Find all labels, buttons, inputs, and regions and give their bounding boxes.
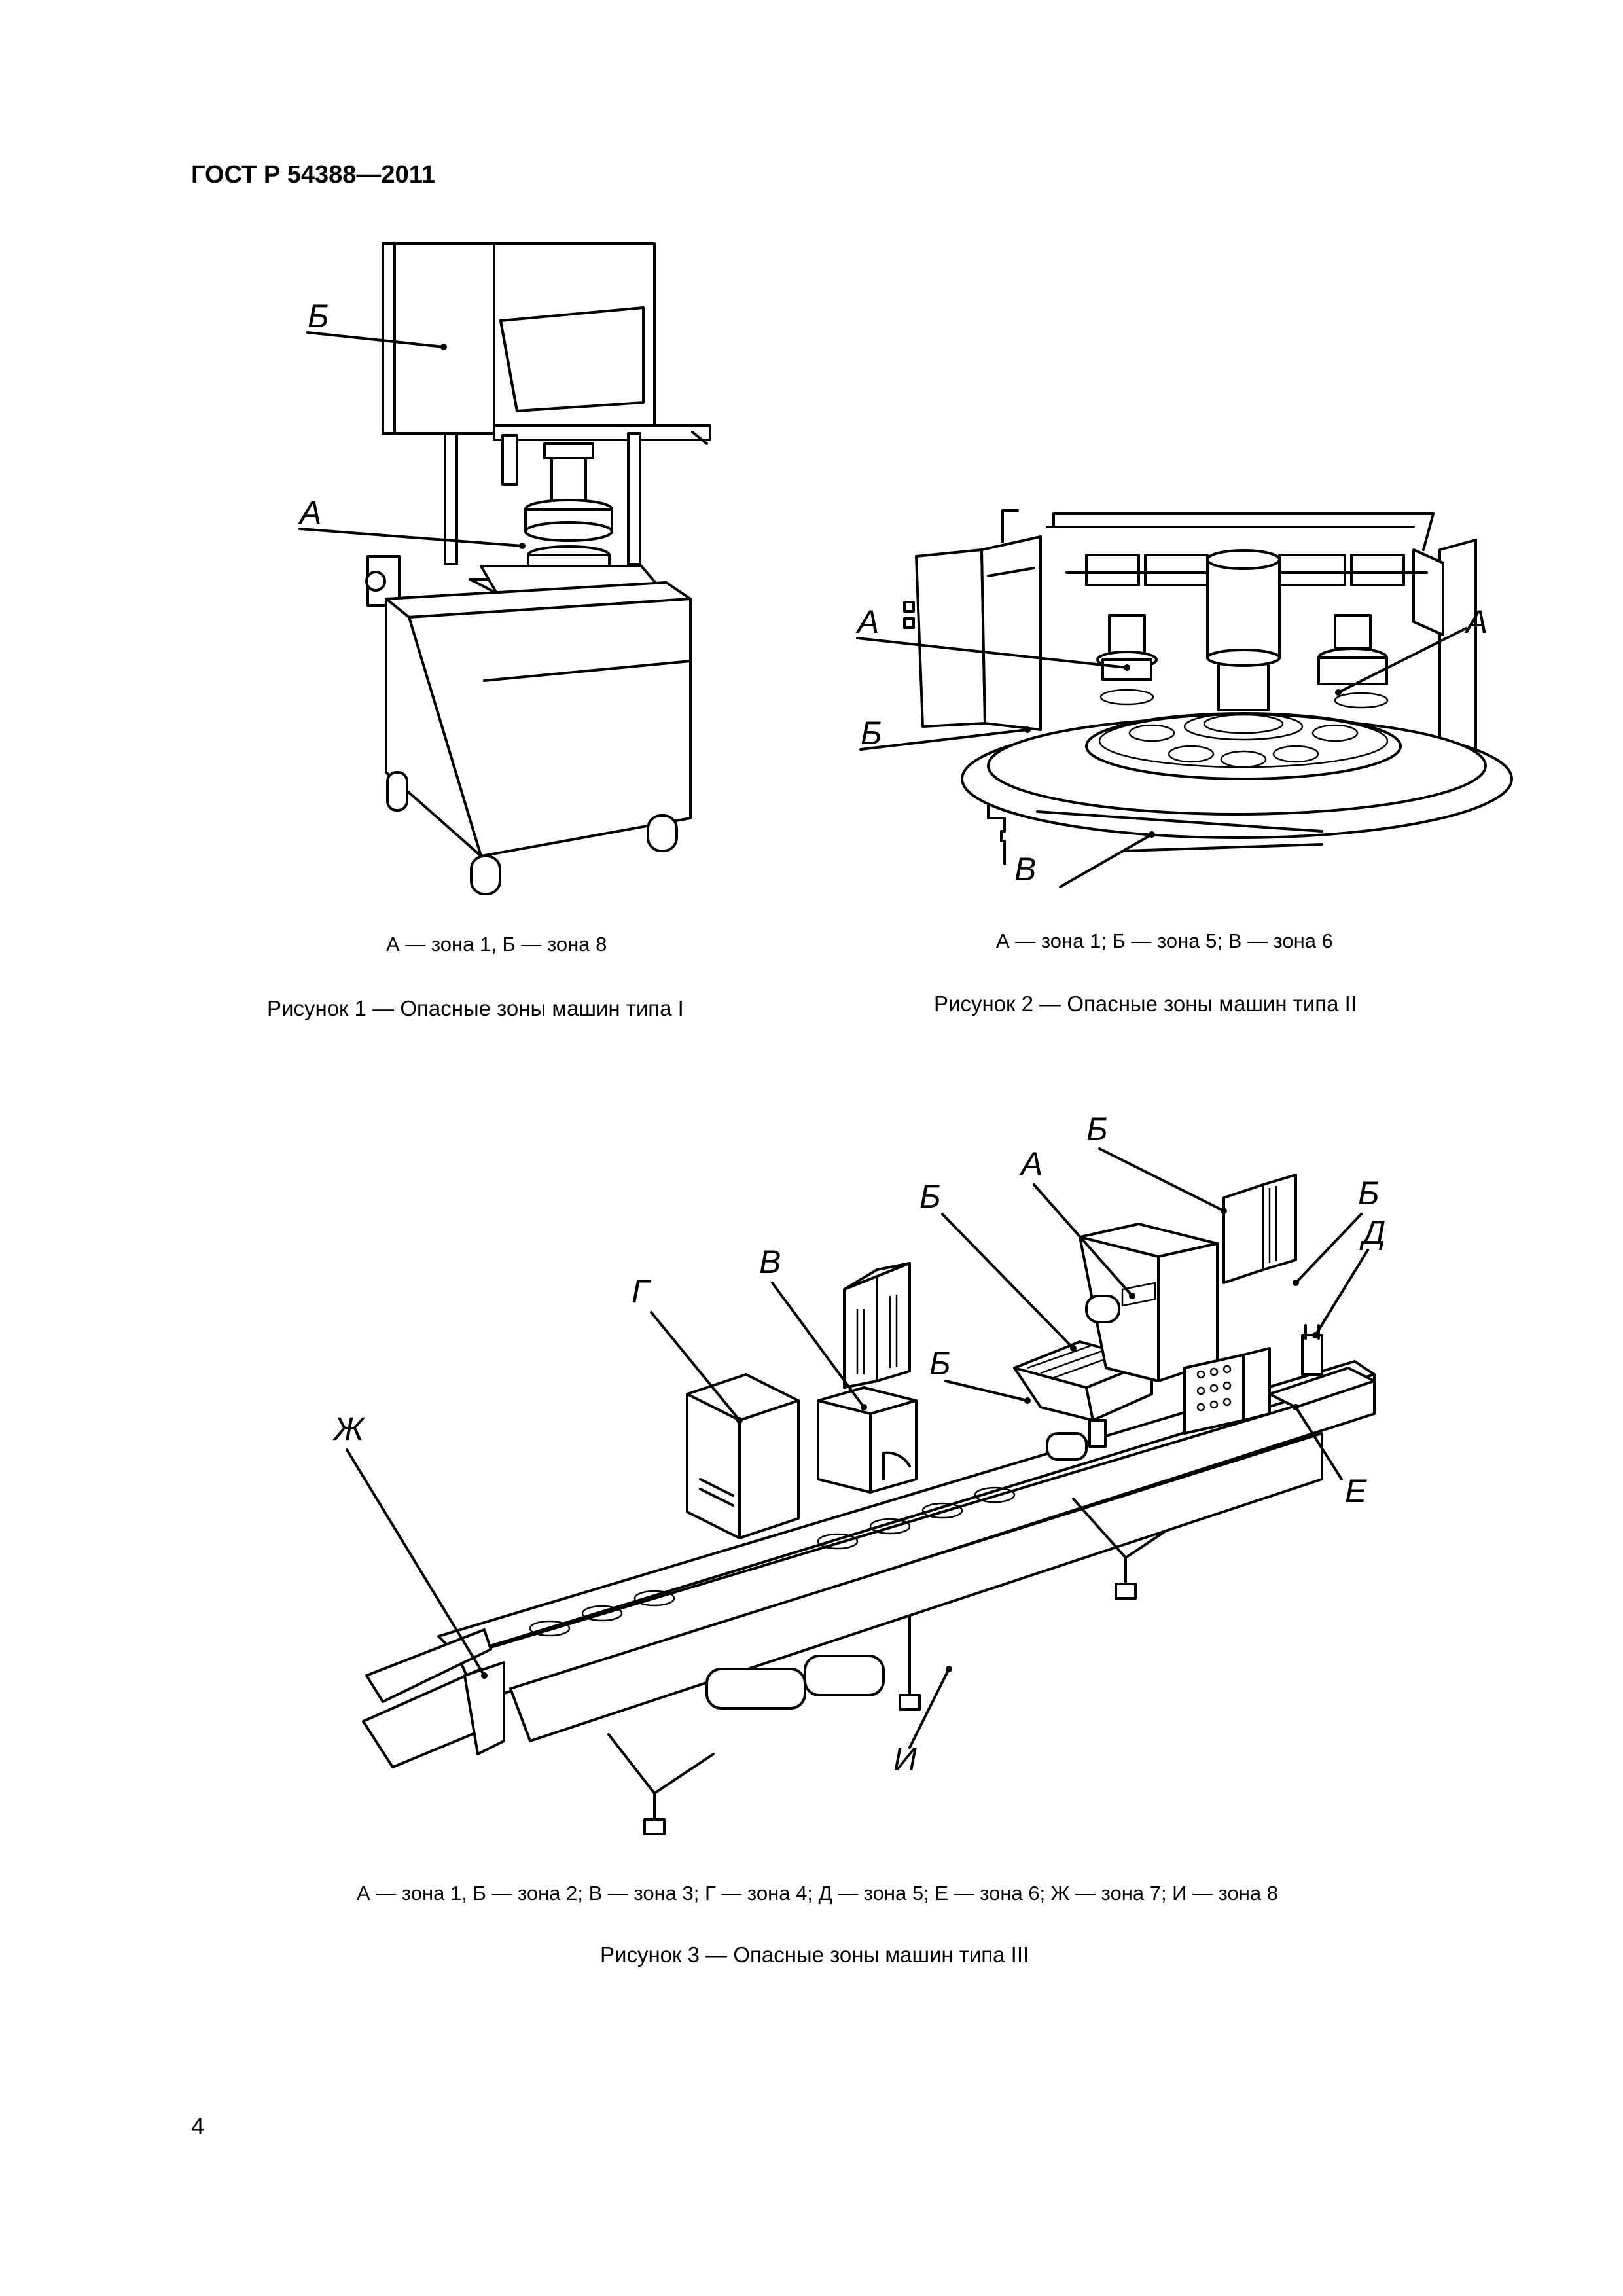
figure-3-label-b-low: Б bbox=[929, 1345, 951, 1382]
document-header: ГОСТ Р 54388—2011 bbox=[191, 161, 435, 188]
figure-3-label-zh: Ж bbox=[332, 1410, 366, 1447]
figure-3-label-a: А bbox=[1019, 1145, 1043, 1182]
figure-3-label-d: Д bbox=[1359, 1214, 1385, 1251]
figure-1-caption: Рисунок 1 — Опасные зоны машин типа I bbox=[267, 996, 684, 1020]
figure-3-drawing: Ж Г В Б А Б Б Д Б Е И bbox=[332, 1111, 1385, 1835]
figure-2-drawing: А А Б В bbox=[855, 509, 1513, 888]
figure-3-label-i: И bbox=[893, 1741, 917, 1778]
figure-2-legend: А — зона 1; Б — зона 5; В — зона 6 bbox=[996, 929, 1333, 952]
figure-1-drawing: Б А bbox=[298, 242, 711, 895]
figure-2-caption: Рисунок 2 — Опасные зоны машин типа II bbox=[934, 992, 1357, 1016]
figure-3-caption: Рисунок 3 — Опасные зоны машин типа III bbox=[600, 1943, 1029, 1967]
figure-1-legend: А — зона 1, Б — зона 8 bbox=[386, 933, 607, 956]
figure-3-label-g: Г bbox=[632, 1273, 652, 1310]
figure-2-label-v: В bbox=[1014, 851, 1036, 888]
figure-2-label-a-left: А bbox=[855, 603, 879, 640]
figure-3-label-b-top: Б bbox=[1086, 1111, 1108, 1147]
page-number: 4 bbox=[191, 2113, 205, 2140]
figure-3-label-b-mid: Б bbox=[919, 1178, 941, 1215]
figure-3-label-b-right: Б bbox=[1358, 1175, 1380, 1211]
figure-1-label-b: Б bbox=[308, 298, 329, 334]
figure-2-label-a-right: А bbox=[1464, 603, 1488, 640]
figure-3-label-v: В bbox=[759, 1244, 781, 1280]
figure-3-label-e: Е bbox=[1345, 1473, 1367, 1509]
figure-1-label-a: А bbox=[298, 494, 321, 531]
figure-3-legend: А — зона 1, Б — зона 2; В — зона 3; Г — … bbox=[357, 1882, 1279, 1905]
figure-2-label-b: Б bbox=[861, 715, 882, 751]
